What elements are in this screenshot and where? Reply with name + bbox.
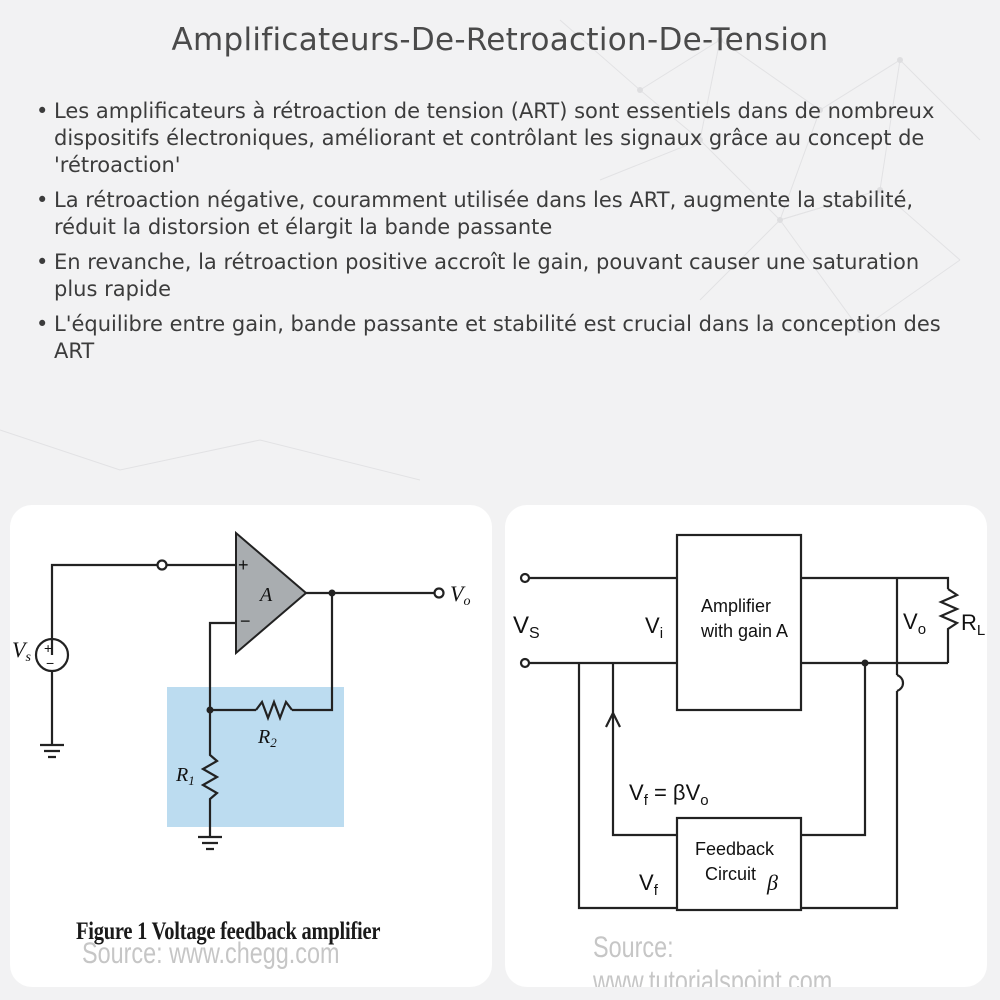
figure-card-right: VS Vi Vo RL Amplifier with gain A Vf = β…	[505, 505, 987, 987]
amplifier-label-line2: with gain A	[700, 621, 788, 641]
vf-label: Vf	[639, 870, 659, 899]
feedback-network-box	[167, 687, 344, 827]
image-source-credit: Source: www.chegg.com	[82, 937, 340, 970]
image-source-credit: Source: www.tutorialspoint.com	[593, 931, 833, 987]
vs-label: VS	[513, 612, 540, 642]
source-voltage-label: Vs	[12, 637, 31, 665]
feedback-block-diagram: VS Vi Vo RL Amplifier with gain A Vf = β…	[513, 533, 985, 912]
bullet-list: Les amplificateurs à rétroaction de tens…	[32, 98, 962, 373]
vf-equation-label: Vf = βVo	[629, 780, 709, 809]
bullet-item: L'équilibre entre gain, bande passante e…	[32, 311, 962, 365]
r2-label: R2	[257, 726, 277, 750]
bullet-item: En revanche, la rétroaction positive acc…	[32, 249, 962, 303]
opamp-plus-label: +	[238, 555, 249, 575]
feedback-label-line1: Feedback	[695, 839, 775, 859]
beta-label: β	[766, 870, 778, 895]
vi-label: Vi	[645, 613, 663, 642]
bullet-item: Les amplificateurs à rétroaction de tens…	[32, 98, 962, 179]
rl-label: RL	[961, 610, 985, 639]
figure-caption: Figure 1 Voltage feedback amplifier	[76, 918, 381, 945]
opamp-minus-label: −	[240, 611, 251, 631]
vo-label: Vo	[903, 609, 926, 638]
source-plus-sign: +	[44, 640, 52, 656]
opamp-gain-label: A	[258, 584, 273, 606]
voltage-feedback-amplifier-schematic: + − A + − Vo Vs R2 R1	[12, 530, 470, 851]
source-minus-sign: −	[46, 655, 54, 671]
r1-label: R1	[175, 764, 195, 788]
page-title: Amplificateurs-De-Retroaction-De-Tension	[171, 22, 829, 58]
op-amp-triangle	[235, 530, 308, 656]
bullet-item: La rétroaction négative, couramment util…	[32, 187, 962, 241]
output-voltage-label: Vo	[450, 581, 470, 609]
feedback-label-line2: Circuit	[705, 864, 756, 884]
figure-card-left: + − A + − Vo Vs R2 R1 Figure 1 Voltage f…	[10, 505, 492, 987]
amplifier-label-line1: Amplifier	[701, 596, 771, 616]
